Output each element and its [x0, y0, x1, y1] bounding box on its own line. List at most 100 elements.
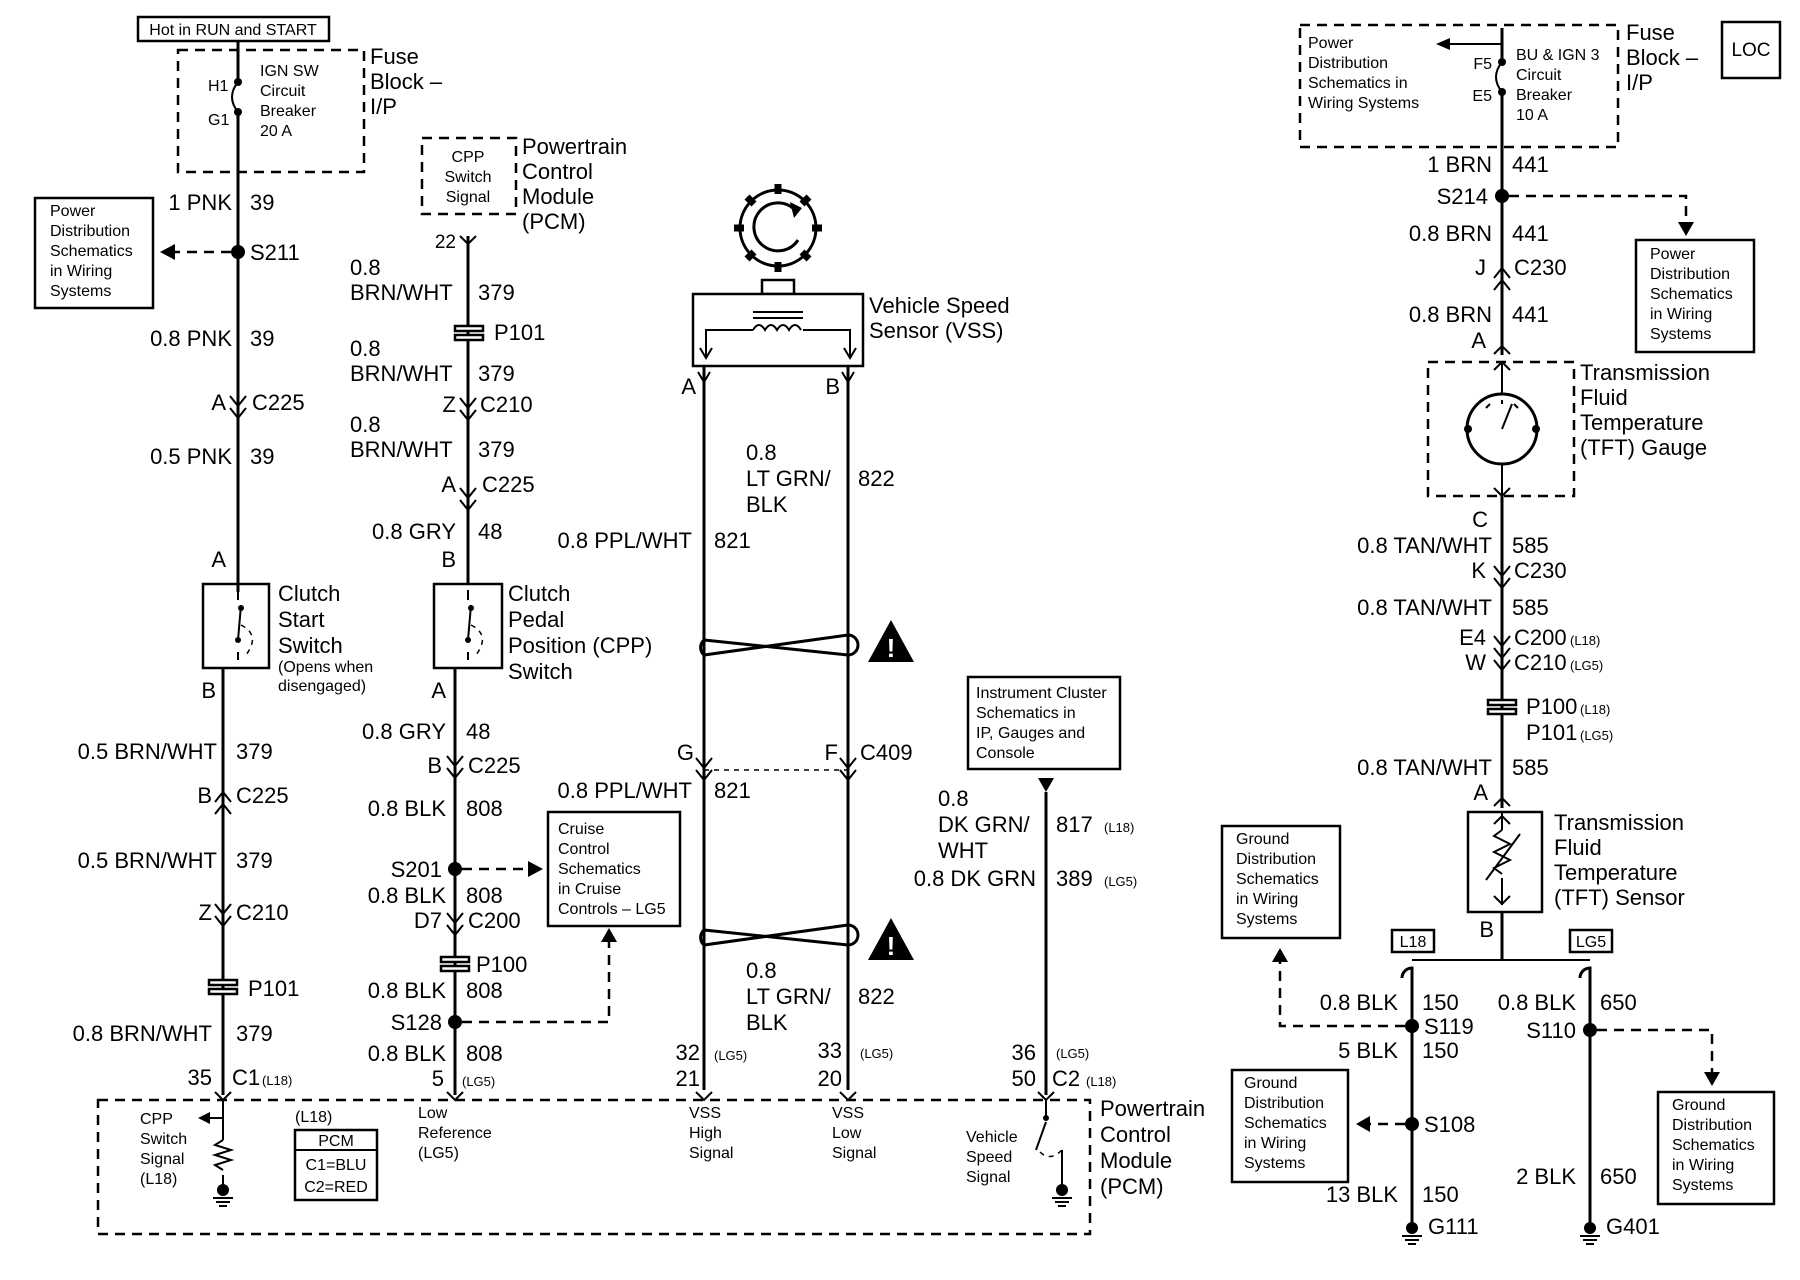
pin-label: C: [1472, 507, 1488, 532]
option-label: (L18): [262, 1073, 292, 1088]
fuse-block-title-3: I/P: [370, 94, 397, 119]
splice-s211: [231, 245, 245, 259]
pcm-vss-lo-2: Low: [832, 1125, 862, 1142]
twisted-pair: [699, 633, 860, 657]
pcm-top-title-1: Powertrain: [522, 134, 627, 159]
option-l18-box: [1390, 928, 1436, 954]
wire-label: WHT: [938, 838, 988, 863]
cruise-line-1: Cruise: [558, 821, 604, 838]
pin-label: G: [677, 740, 694, 765]
cpp-title-2: Pedal: [508, 607, 564, 632]
connector-label: C225: [468, 753, 521, 778]
connector-c409: [695, 757, 713, 782]
fuse-right-note-4: Wiring Systems: [1308, 95, 1419, 112]
wire-label: 0.8 BLK: [1320, 990, 1399, 1015]
wire-label: 0.8 TAN/WHT: [1357, 755, 1492, 780]
wire-label: 0.8 PPL/WHT: [558, 528, 692, 553]
gauge-title-3: Temperature: [1580, 410, 1704, 435]
option-label: (LG5): [1056, 1046, 1089, 1061]
option-label: (L18): [1086, 1074, 1116, 1089]
fuse-block-title-1: Fuse: [370, 44, 419, 69]
pin-label: E4: [1459, 625, 1486, 650]
switch-title-2: Start: [278, 607, 324, 632]
wire-label: BRN/WHT: [350, 361, 453, 386]
circuit-number: 441: [1512, 152, 1549, 177]
pcm-legend-c1: C1=BLU: [306, 1157, 367, 1174]
splice-s201: [448, 862, 462, 876]
ground-a-2: Distribution: [1236, 851, 1316, 868]
fuse-block-left: [176, 48, 366, 174]
wire-label: 0.8 BRN: [1409, 221, 1492, 246]
wire-label: BLK: [746, 1010, 788, 1035]
ground-icon: [213, 1197, 233, 1207]
pcm-cpp-3: Signal: [140, 1151, 184, 1168]
connector-c225: [214, 790, 232, 815]
connector-label: C230: [1514, 558, 1567, 583]
pcm-vspeed-3: Signal: [966, 1169, 1010, 1186]
pass-through-label: P101: [494, 320, 545, 345]
pcm-lowref-2: Reference: [418, 1125, 492, 1142]
tft-circuit: Power Distribution Schematics in Wiring …: [1220, 20, 1782, 1245]
vss-circuit: Vehicle Speed Sensor (VSS) A B 0.8 LT GR…: [558, 184, 1010, 1091]
pin-label: B: [197, 783, 212, 808]
pcm-vss-lo-3: Signal: [832, 1145, 876, 1162]
ground-label: G401: [1606, 1214, 1660, 1239]
ground-a-3: Schematics: [1236, 871, 1319, 888]
circuit-number: 808: [466, 1041, 503, 1066]
connector-label: C2: [1052, 1066, 1080, 1091]
pin-label: A: [441, 472, 456, 497]
switch-note-2: disengaged): [278, 678, 366, 695]
breaker-line-1: IGN SW: [260, 63, 320, 80]
pin-label: A: [211, 390, 226, 415]
connector-label: C210: [236, 900, 289, 925]
splice-label: S108: [1424, 1112, 1475, 1137]
power-dist-right-2: Distribution: [1650, 266, 1730, 283]
twisted-pair: [699, 923, 860, 947]
wire-label: 0.8: [746, 440, 777, 465]
clutch-start-switch: [201, 582, 271, 670]
circuit-number: 585: [1512, 755, 1549, 780]
splice-label: S119: [1424, 1014, 1474, 1039]
circuit-number: 650: [1600, 990, 1637, 1015]
cruise-line-3: Schematics: [558, 861, 641, 878]
ground-b-2: Distribution: [1244, 1095, 1324, 1112]
cruise-line-5: Controls – LG5: [558, 901, 666, 918]
power-dist-right-3: Schematics: [1650, 286, 1733, 303]
splice-s128: [448, 1015, 462, 1029]
pin-label: B: [825, 374, 840, 399]
fuse-right-title-3: I/P: [1626, 70, 1653, 95]
pin-label: A: [431, 678, 446, 703]
wire-label: 1 PNK: [168, 190, 232, 215]
wire-label: BRN/WHT: [350, 437, 453, 462]
pcm-bottom-title-4: (PCM): [1100, 1174, 1164, 1199]
ground-a-4: in Wiring: [1236, 891, 1298, 908]
pcm-top-box-1: CPP: [452, 149, 485, 166]
circuit-number: 379: [478, 280, 515, 305]
svg-text:!: !: [887, 633, 896, 663]
ground-b-5: Systems: [1244, 1155, 1305, 1172]
ground-a-1: Ground: [1236, 831, 1289, 848]
circuit-number: 822: [858, 466, 895, 491]
circuit-number: 379: [478, 361, 515, 386]
pcm-top-title-2: Control: [522, 159, 593, 184]
ground-c-3: Schematics: [1672, 1137, 1755, 1154]
pass-through-label: P101: [248, 976, 299, 1001]
wire-label: BLK: [746, 492, 788, 517]
wire-label: 1 BRN: [1427, 152, 1492, 177]
fuse-right-note-2: Distribution: [1308, 55, 1388, 72]
ground-label: G111: [1428, 1214, 1479, 1239]
wire-label: 0.8 BRN: [1409, 302, 1492, 327]
pcm-cpp-2: Switch: [140, 1131, 187, 1148]
splice-label: S201: [391, 857, 442, 882]
pin-label: Z: [443, 392, 456, 417]
wire-label: DK GRN/: [938, 812, 1031, 837]
ground-b-1: Ground: [1244, 1075, 1297, 1092]
splice-label: S211: [250, 240, 300, 265]
resistor-icon: [211, 1139, 235, 1171]
breaker-right-2: Circuit: [1516, 67, 1562, 84]
breaker-line-2: Circuit: [260, 83, 306, 100]
pin-label: 21: [676, 1066, 700, 1091]
pin-label: W: [1465, 650, 1486, 675]
option-label: (LG5): [714, 1048, 747, 1063]
